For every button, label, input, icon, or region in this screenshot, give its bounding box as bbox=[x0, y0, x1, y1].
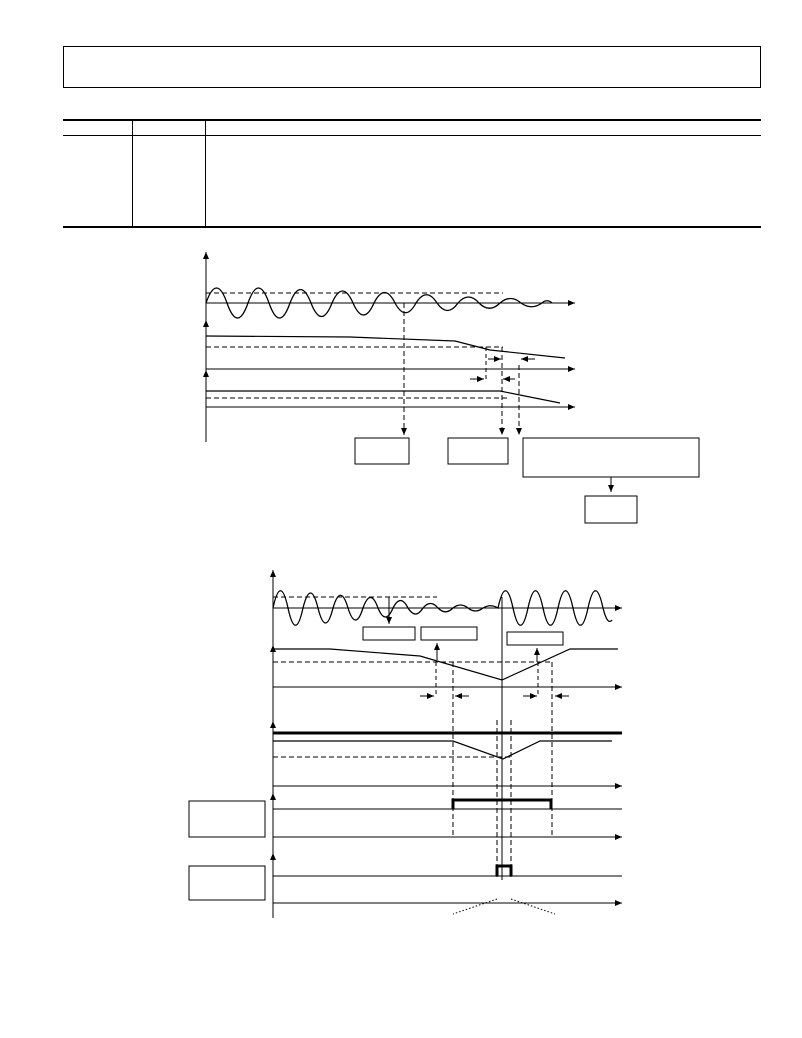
event-box bbox=[354, 437, 410, 465]
third-curve bbox=[206, 390, 561, 404]
second-level-curve bbox=[273, 740, 612, 760]
zoom-guide-line bbox=[510, 898, 556, 915]
waveform-label-box bbox=[420, 626, 478, 641]
level-curve bbox=[205, 335, 566, 359]
page-header-box bbox=[63, 46, 761, 88]
level-curve bbox=[273, 648, 618, 681]
waveform-label-box bbox=[506, 631, 564, 646]
table-bottom-rule bbox=[63, 226, 761, 228]
side-label-box bbox=[188, 865, 266, 901]
signal-waveform bbox=[272, 590, 613, 626]
waveform-label-box bbox=[362, 626, 416, 641]
spec-table bbox=[63, 119, 761, 228]
flag-pulse bbox=[495, 864, 513, 876]
bottom-timing-diagram bbox=[188, 570, 622, 918]
top-timing-diagram bbox=[203, 252, 700, 524]
result-box bbox=[522, 437, 700, 478]
decaying-signal-waveform bbox=[205, 287, 553, 319]
table-header-rule bbox=[63, 135, 761, 136]
event-box bbox=[447, 437, 509, 465]
final-box bbox=[584, 495, 638, 524]
side-label-box bbox=[188, 800, 266, 838]
table-column-divider bbox=[205, 119, 206, 227]
table-top-rule bbox=[63, 119, 761, 121]
zoom-guide-line bbox=[452, 898, 498, 915]
table-column-divider bbox=[132, 119, 133, 227]
